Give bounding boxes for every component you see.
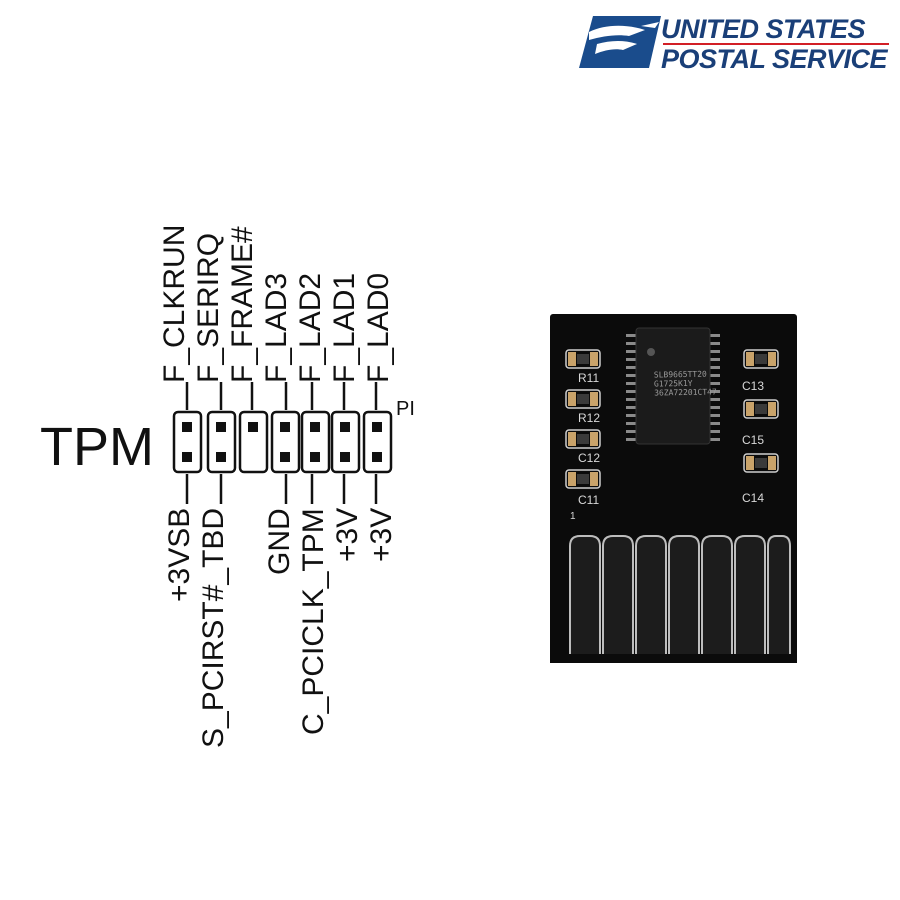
bottom-label-7: +3V — [365, 508, 398, 563]
chip-line-3: 36ZA72201CT47 — [654, 387, 717, 398]
label-c12: C12 — [578, 451, 601, 465]
bottom-label-2: S_PCIRST#_TBD — [197, 508, 230, 749]
top-label-7: F_LAD0 — [362, 272, 395, 383]
logo-line-2: POSTAL SERVICE — [661, 44, 888, 74]
pins — [182, 422, 382, 462]
usps-logo: UNITED STATES POSTAL SERVICE — [575, 14, 895, 74]
bottom-label-1: +3VSB — [163, 508, 196, 603]
bottom-label-6: +3V — [331, 508, 364, 563]
top-label-6: F_LAD1 — [328, 272, 361, 383]
tpm-title: TPM — [40, 417, 154, 477]
label-r12: R12 — [578, 411, 601, 425]
pcb-artwork — [550, 327, 797, 663]
bottom-label-5: C_PCICLK_TPM — [297, 508, 330, 735]
top-label-5: F_LAD2 — [294, 272, 327, 383]
label-c11: C11 — [578, 493, 600, 507]
label-pin1: 1 — [570, 511, 576, 522]
pin-header-body — [172, 382, 393, 504]
label-c15: C15 — [742, 433, 765, 447]
bottom-label-4: GND — [263, 508, 296, 575]
pin-header-diagram — [172, 382, 393, 504]
top-label-2: F_SERIRQ — [192, 232, 225, 383]
tpm-module-photo: SLB9665TT20 G1725K1Y 36ZA72201CT47 R11 R… — [550, 314, 797, 663]
label-c14: C14 — [742, 491, 765, 505]
label-c13: C13 — [742, 379, 765, 393]
top-label-1: F_CLKRUN — [158, 224, 191, 383]
usps-eagle-icon — [579, 16, 661, 68]
logo-rule — [663, 43, 889, 45]
top-label-3: F_FRAME# — [226, 226, 259, 383]
logo-line-1: UNITED STATES — [661, 14, 866, 44]
pin-marker: PI — [396, 398, 415, 420]
top-label-4: F_LAD3 — [260, 272, 293, 383]
label-r11: R11 — [578, 371, 600, 385]
